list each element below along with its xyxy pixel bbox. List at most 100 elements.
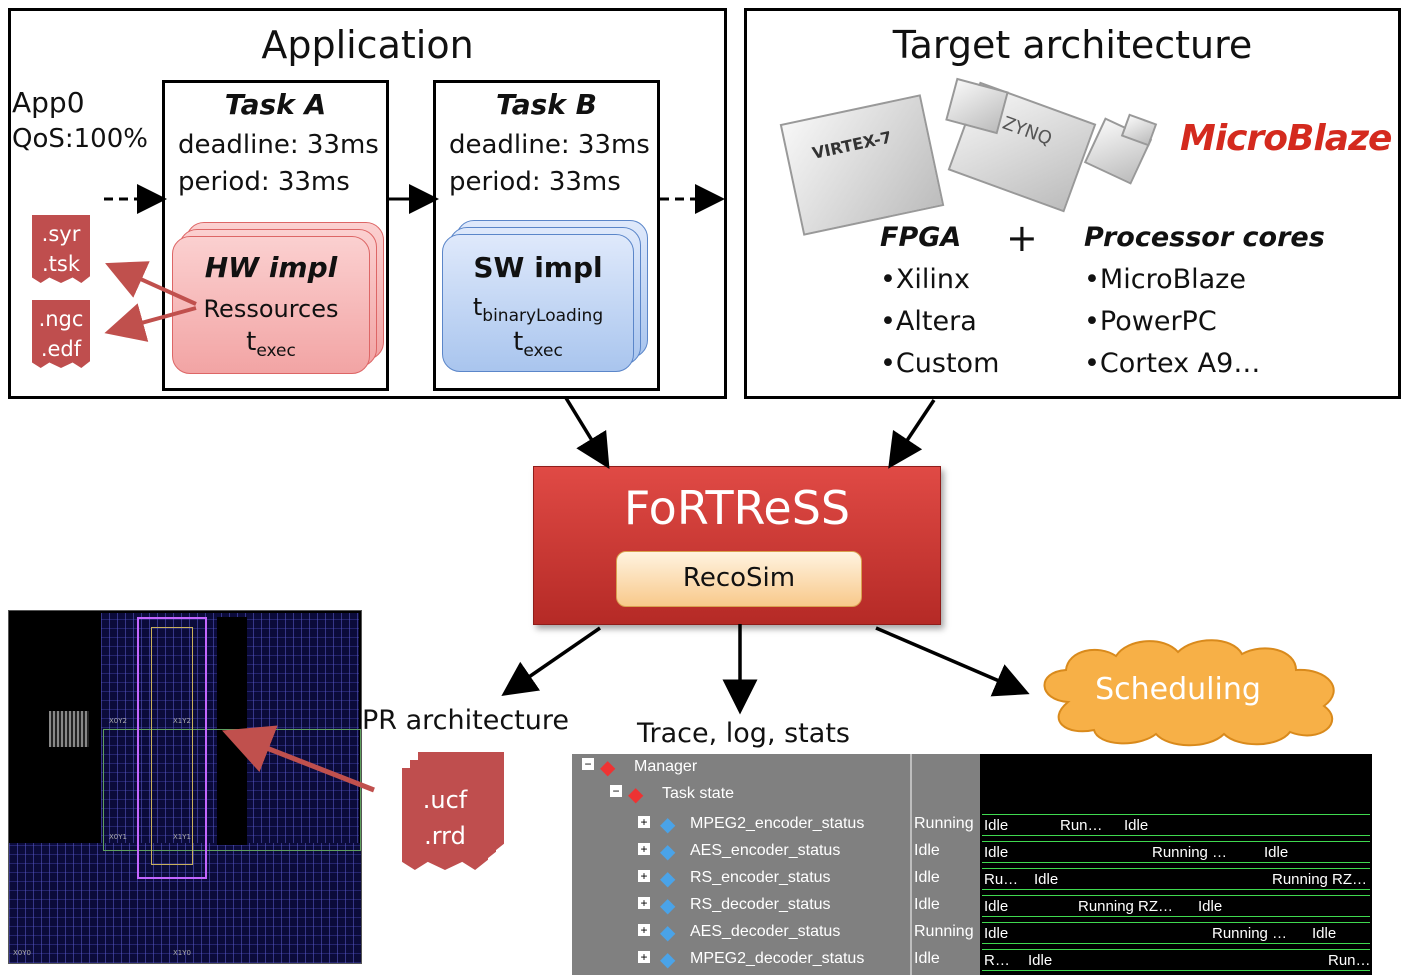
signal-diamond-icon: ◆ <box>660 814 676 836</box>
waveform-label: Idle <box>984 898 1009 915</box>
signal-name: MPEG2_decoder_status <box>690 950 865 967</box>
task-state-label: Task state <box>662 785 735 802</box>
floorplan-label-x1y0: X1Y0 <box>173 949 191 957</box>
task-b-deadline: deadline: 33ms <box>449 130 650 160</box>
floorplan-label-x0y0: X0Y0 <box>13 949 31 957</box>
fpga-item-xilinx: •Xilinx <box>880 264 971 295</box>
processor-title: Processor cores <box>1084 222 1325 253</box>
pr-file-ucf: .ucf <box>422 786 468 814</box>
arrow-fortress-to-pr <box>501 626 601 696</box>
signal-name: AES_decoder_status <box>690 923 841 940</box>
proc-item-powerpc: •PowerPC <box>1084 306 1217 337</box>
arrow-target-to-fortress <box>888 399 936 469</box>
waveform-label: Running … <box>1152 844 1228 861</box>
signal-expander[interactable]: + <box>638 816 650 828</box>
sw-impl-card: SW impl tbinaryLoading texec <box>442 234 634 372</box>
waveform-label: Run… <box>1328 952 1371 969</box>
floorplan-view: X0Y2 X1Y2 X0Y1 X1Y1 X0Y0 X1Y0 <box>8 610 362 964</box>
trace-log-label: Trace, log, stats <box>637 718 850 749</box>
signal-expander[interactable]: + <box>638 870 650 882</box>
waveform-label: R… <box>984 952 1010 969</box>
scheduling-cloud <box>1043 639 1335 747</box>
signal-diamond-icon: ◆ <box>660 841 676 863</box>
pr-architecture-label: PR architecture <box>362 705 569 736</box>
fpga-item-custom: •Custom <box>880 348 1000 379</box>
microblaze-logo: MicroBlaze <box>1180 118 1392 159</box>
signal-value: Idle <box>914 842 940 859</box>
zynq-chip-label: ZYNQ <box>999 112 1055 150</box>
signal-name: AES_encoder_status <box>690 842 841 859</box>
target-title: Target architecture <box>892 23 1253 67</box>
fortress-title: FoRTReSS <box>623 481 851 535</box>
waveform-label: Ru… <box>984 871 1019 888</box>
floorplan-grid-bottom <box>9 843 361 963</box>
signal-name: RS_decoder_status <box>690 896 831 913</box>
waveform-label: Idle <box>984 817 1009 834</box>
task-a-period: period: 33ms <box>178 167 350 197</box>
pr-region-inner <box>151 627 193 865</box>
task-b-period: period: 33ms <box>449 167 621 197</box>
trace-values-divider <box>910 754 912 975</box>
signal-waveform: Idle Running … Idle <box>982 841 1370 863</box>
waveform-label: Idle <box>1124 817 1149 834</box>
task-state-diamond-icon: ◆ <box>628 784 644 806</box>
arrow-app-to-fortress <box>564 397 610 469</box>
signal-expander[interactable]: + <box>638 924 650 936</box>
file-tsk: .tsk <box>41 252 80 276</box>
waveform-label: Idle <box>1264 844 1289 861</box>
floorplan-label-x0y1: X0Y1 <box>109 833 127 841</box>
recosim-box: RecoSim <box>616 551 862 607</box>
hw-impl-texec: texec <box>246 327 296 362</box>
application-title: Application <box>261 23 474 67</box>
sw-impl-texec: texec <box>513 327 563 362</box>
task-state-expander[interactable]: − <box>610 785 622 797</box>
signal-value: Idle <box>914 869 940 886</box>
signal-expander[interactable]: + <box>638 843 650 855</box>
arrow-fortress-to-scheduling <box>875 626 1030 697</box>
virtex-chip-label: VIRTEX-7 <box>810 127 894 163</box>
signal-value: Running <box>914 815 974 832</box>
task-a-deadline: deadline: 33ms <box>178 130 379 160</box>
cloud-shape <box>1043 639 1335 747</box>
task-b-title: Task B <box>495 88 598 121</box>
scheduling-label: Scheduling <box>1095 672 1261 707</box>
waveform-label: Running RZ… <box>1078 898 1174 915</box>
fpga-item-altera: •Altera <box>880 306 977 337</box>
sw-impl-title: SW impl <box>473 251 603 284</box>
sw-impl-tbinary: tbinaryLoading <box>472 293 604 326</box>
file-syr: .syr <box>41 222 81 246</box>
pr-region-outer <box>137 617 207 879</box>
waveform-label: Running RZ… <box>1272 871 1368 888</box>
plus-sign: + <box>1006 216 1038 260</box>
hw-impl-resources: Ressources <box>203 295 339 323</box>
signal-value: Running <box>914 923 974 940</box>
signal-diamond-icon: ◆ <box>660 949 676 971</box>
manager-diamond-icon: ◆ <box>600 757 616 779</box>
floorplan-io <box>49 711 89 747</box>
signal-expander[interactable]: + <box>638 897 650 909</box>
file-syr-tsk: .syr .tsk <box>32 215 90 283</box>
file-ngc: .ngc <box>38 307 84 331</box>
floorplan-label-x1y1: X1Y1 <box>173 833 191 841</box>
pr-file-rrd: .rrd <box>424 822 466 850</box>
manager-expander[interactable]: − <box>582 758 594 770</box>
signal-diamond-icon: ◆ <box>660 922 676 944</box>
signal-expander[interactable]: + <box>638 951 650 963</box>
waveform-label: Idle <box>1028 952 1053 969</box>
pr-file-ucf-rrd: .ucf .rrd <box>402 768 488 870</box>
trace-wave-area <box>980 754 1372 975</box>
signal-diamond-icon: ◆ <box>660 868 676 890</box>
waveform-label: Idle <box>984 844 1009 861</box>
waveform-label: Idle <box>1198 898 1223 915</box>
signal-name: MPEG2_encoder_status <box>690 815 865 832</box>
recosim-label: RecoSim <box>682 563 796 593</box>
fpga-title: FPGA <box>880 222 962 253</box>
